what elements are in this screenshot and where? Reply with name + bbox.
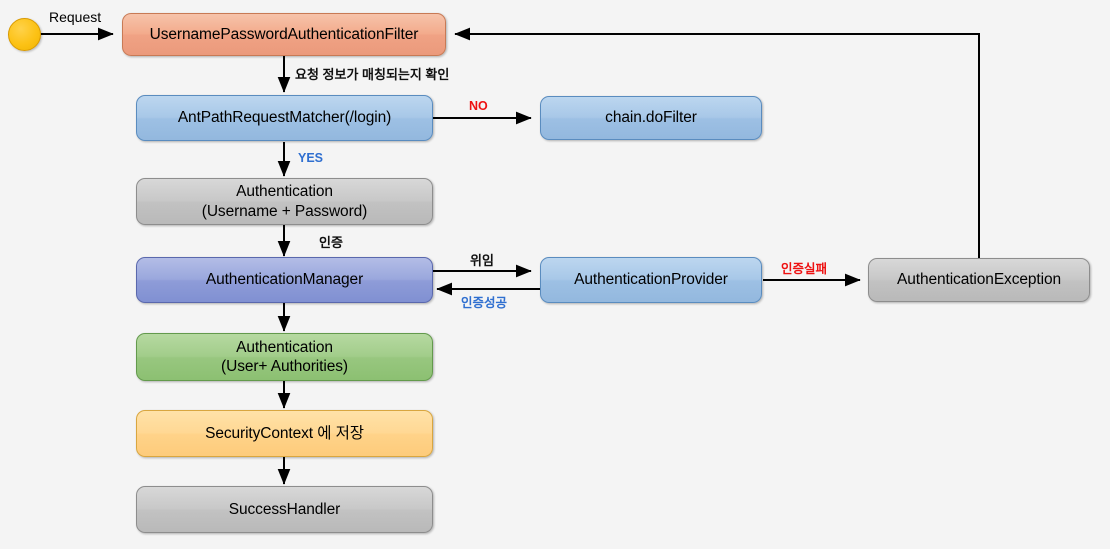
edge-label-text: NO: [469, 99, 488, 113]
edge-label-match-check: 요청 정보가 매칭되는지 확인: [295, 64, 449, 83]
edge-label-text: 위임: [470, 253, 494, 268]
edge-label-request: Request: [49, 9, 101, 25]
edge-label-yes: YES: [298, 151, 323, 165]
node-label-line2: (User+ Authorities): [221, 358, 348, 375]
node-label-line1: Authentication: [236, 183, 333, 201]
edge-label-text: 인증: [319, 235, 343, 250]
node-authentication-result[interactable]: Authentication (User+ Authorities): [136, 333, 433, 381]
edge-exception-to-filter: [454, 27, 980, 258]
edge-label-text: 인증성공: [461, 296, 508, 310]
node-security-context-store[interactable]: SecurityContext 에 저장: [136, 410, 433, 457]
node-label: SuccessHandler: [228, 500, 341, 518]
edge-label-text: 요청 정보가 매칭되는지 확인: [295, 67, 450, 82]
node-label: AuthenticationException: [896, 271, 1061, 289]
node-label: AntPathRequestMatcher(/login): [177, 109, 392, 127]
node-label-line2: (Username + Password): [201, 202, 368, 220]
node-authentication-token[interactable]: Authentication (Username + Password): [136, 178, 433, 225]
node-success-handler[interactable]: SuccessHandler: [136, 486, 433, 533]
node-username-password-authentication-filter[interactable]: UsernamePasswordAuthenticationFilter: [122, 13, 446, 56]
edge-label-text: Request: [49, 9, 102, 25]
node-authentication-provider[interactable]: AuthenticationProvider: [540, 257, 762, 303]
node-label: AuthenticationProvider: [574, 271, 728, 289]
edge-label-text: YES: [298, 151, 324, 165]
edge-label-delegate: 위임: [470, 250, 494, 269]
edge-label-no: NO: [469, 99, 488, 113]
node-authentication-manager[interactable]: AuthenticationManager: [136, 257, 433, 303]
node-label: SecurityContext 에 저장: [205, 424, 364, 442]
edge-label-text: 인증실패: [781, 262, 828, 276]
edge-label-auth-success: 인증성공: [461, 292, 507, 311]
node-chain-do-filter[interactable]: chain.doFilter: [540, 96, 762, 140]
edge-label-authenticate: 인증: [319, 232, 343, 251]
node-authentication-exception[interactable]: AuthenticationException: [868, 258, 1090, 302]
start-dot: [8, 18, 41, 51]
node-label-line1: Authentication: [236, 338, 333, 356]
node-label: UsernamePasswordAuthenticationFilter: [149, 25, 419, 43]
node-ant-path-request-matcher[interactable]: AntPathRequestMatcher(/login): [136, 95, 433, 141]
node-label: AuthenticationManager: [205, 271, 364, 289]
edge-label-auth-failure: 인증실패: [781, 258, 827, 277]
node-label: chain.doFilter: [605, 109, 697, 127]
